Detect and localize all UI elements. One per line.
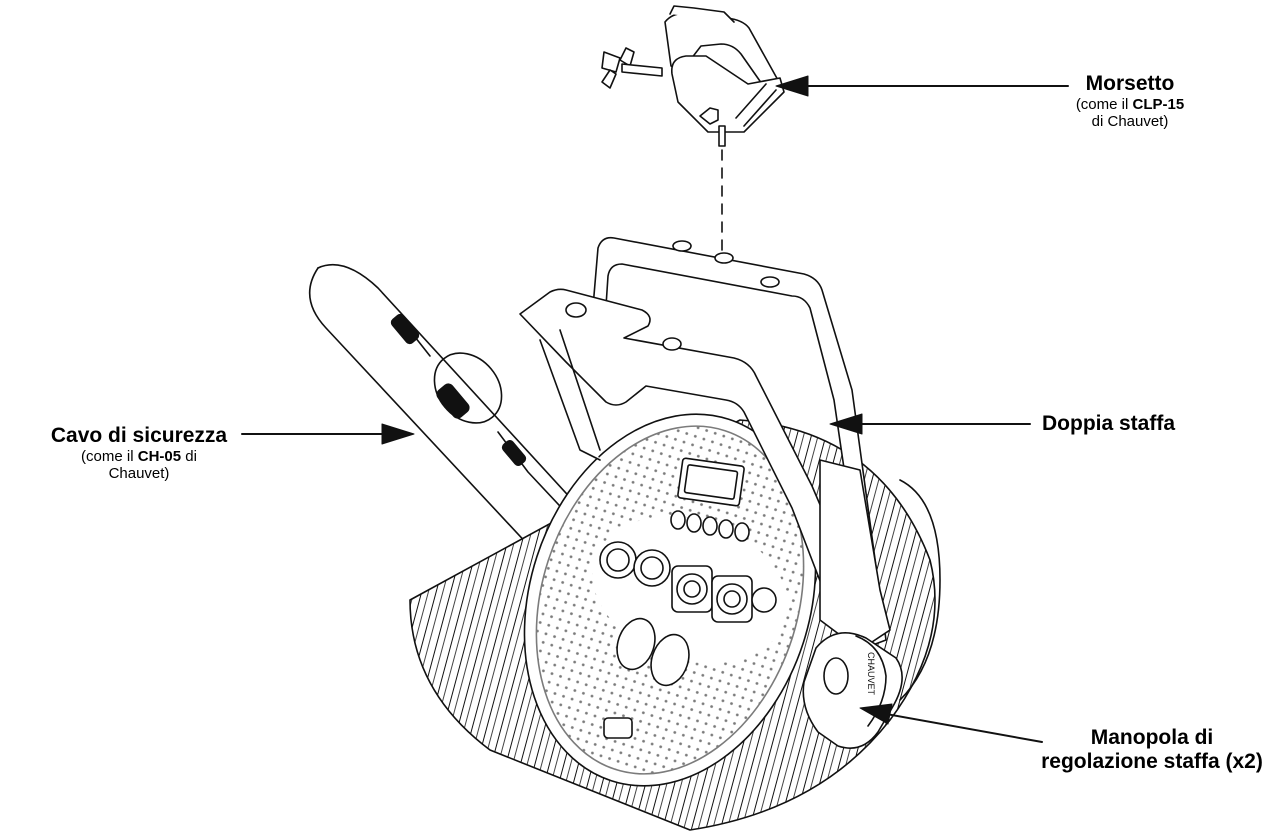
label-clamp-sub-post: di Chauvet) xyxy=(1091,113,1169,131)
label-safety-sub-pre: (come il xyxy=(81,448,138,466)
label-safety-sub: (come il CH-05 di xyxy=(32,448,246,465)
connectors xyxy=(599,541,777,623)
label-safety-code: CH-05 xyxy=(137,448,182,466)
label-clamp-title: Morsetto xyxy=(1085,72,1175,95)
label-double-bracket: Doppia staffa xyxy=(1042,412,1222,436)
label-clamp: Morsetto (come il CLP-15 di Chauvet) xyxy=(1060,72,1200,131)
label-safety-title: Cavo di sicurezza xyxy=(50,424,228,447)
label-clamp-sub-pre: (come il xyxy=(1075,96,1133,114)
clamp-drawing xyxy=(601,5,785,147)
label-knob-line1: Manopola di xyxy=(1090,726,1214,749)
label-knob-line2: regolazione staffa (x2) xyxy=(1041,750,1263,774)
callout-lines xyxy=(241,85,1069,743)
knob-brand-text: CHAUVET xyxy=(866,652,876,696)
safety-cable-drawing xyxy=(308,264,627,651)
label-clamp-sub: (come il CLP-15 xyxy=(1060,96,1200,113)
label-safety-sub-post: Chauvet) xyxy=(108,465,170,483)
label-adjustment-knob: Manopola di regolazione staffa (x2) xyxy=(1032,726,1272,774)
label-safety-sub-mid: di xyxy=(181,448,197,466)
label-bracket-title: Doppia staffa xyxy=(1042,412,1176,435)
back-panel xyxy=(523,413,817,787)
callout-arrows xyxy=(381,75,893,725)
double-bracket-drawing xyxy=(519,236,891,651)
menu-buttons xyxy=(670,510,750,542)
label-clamp-code: CLP-15 xyxy=(1132,96,1185,114)
label-safety-cable: Cavo di sicurezza (come il CH-05 di Chau… xyxy=(32,424,246,483)
adjustment-knob-drawing xyxy=(802,632,903,749)
